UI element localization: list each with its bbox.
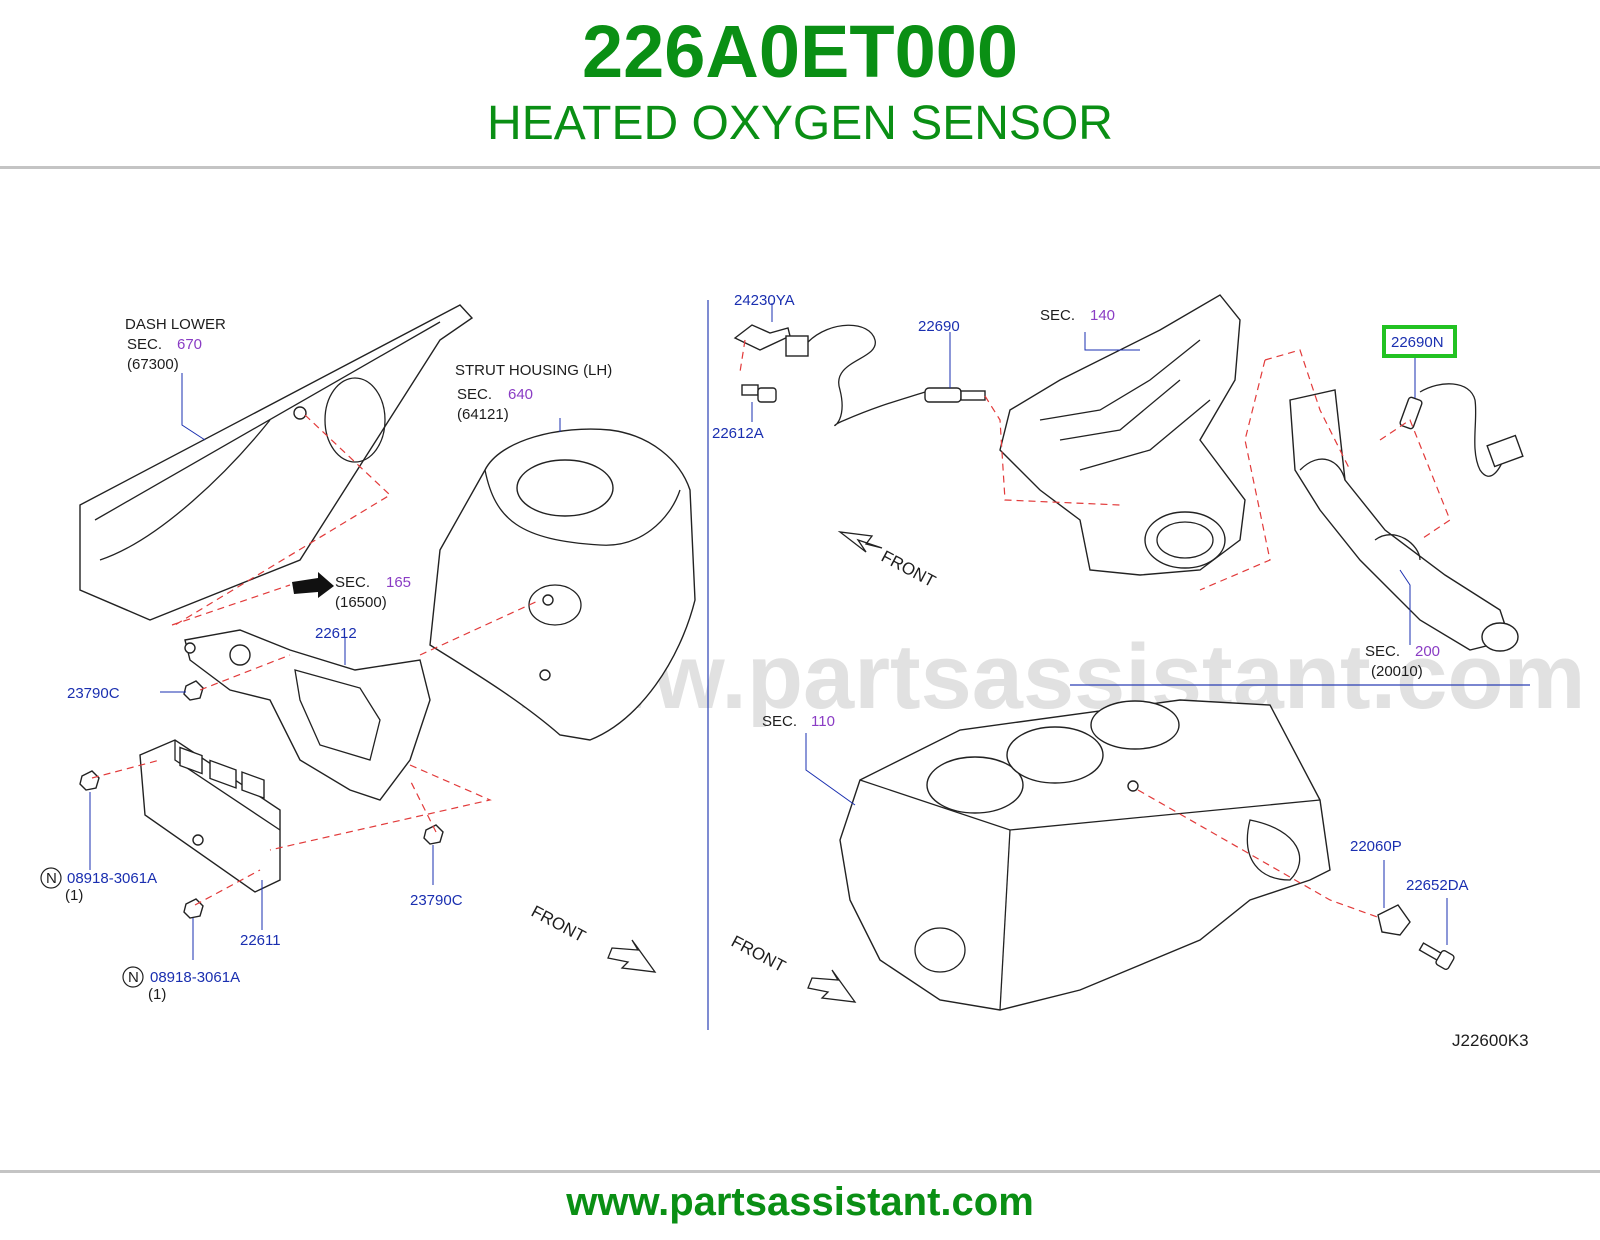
watermark-text: www.partsassistant.com [509,626,1585,728]
strut-housing-label: STRUT HOUSING (LH) [455,362,612,379]
engine-block [839,699,1331,1011]
ref-20010-label: (20010) [1371,663,1423,680]
wire-clip-bracket [733,324,926,427]
sec-165-label[interactable]: 165 [386,574,411,591]
sec-640-label[interactable]: 640 [508,386,533,403]
n-badge-a [40,867,62,889]
dash-lower-label: DASH LOWER [125,316,226,333]
footer-url[interactable]: www.partsassistant.com [566,1180,1034,1224]
sec-110-label[interactable]: 110 [811,713,835,730]
nut-08918-a [79,770,100,791]
part-22612-label[interactable]: 22612 [315,625,357,642]
sec-140-label[interactable]: 140 [1090,307,1115,324]
part-23790c-label-a[interactable]: 23790C [67,685,120,702]
ref-64121-label: (64121) [457,406,509,423]
part-22612a-label[interactable]: 22612A [712,425,764,442]
front-arrow-lower [807,969,857,1003]
front-arrow-upper [837,531,883,553]
sec-prefix-165: SEC. [335,574,370,591]
knock-sensor-22060p [1377,904,1411,936]
part-number-title: 226A0ET000 [581,10,1019,93]
catalytic-converter [1289,389,1519,652]
highlight-box-22690n [1382,325,1457,358]
n-badge-b-text: N [128,969,139,986]
strut-housing [429,428,696,741]
sec-200-label[interactable]: 200 [1415,643,1440,660]
front-label-lower: FRONT [728,932,789,976]
part-22611-label[interactable]: 22611 [240,932,281,949]
dash-lower-panel [79,304,474,621]
footer-divider [0,1170,1600,1173]
sec-prefix-140: SEC. [1040,307,1075,324]
header-divider [0,166,1600,169]
page-header: 226A0ET000 HEATED OXYGEN SENSOR [0,0,1600,168]
bolt-22652da [1418,942,1455,971]
sec-670-label[interactable]: 670 [177,336,202,353]
n-badge-b [122,966,144,988]
sec-prefix-110: SEC. [762,713,797,730]
part-23790c-label-b[interactable]: 23790C [410,892,463,909]
sec-prefix-670: SEC. [127,336,162,353]
front-arrow-left [607,939,657,973]
part-08918-label-a[interactable]: 08918-3061A [67,870,157,887]
part-22060p-label[interactable]: 22060P [1350,838,1402,855]
ecm-unit [139,739,281,893]
diagram-code: J22600K3 [1452,1031,1529,1050]
sensor-22690n [1399,383,1524,477]
qty-label-a: (1) [65,887,83,904]
ref-67300-label: (67300) [127,356,179,373]
sensor-22690 [924,387,986,403]
front-label-upper: FRONT [878,547,939,591]
part-22690n-label[interactable]: 22690N [1391,334,1444,351]
nut-23790c-a [183,680,204,701]
part-08918-label-b[interactable]: 08918-3061A [150,969,240,986]
part-22690-label[interactable]: 22690 [918,318,960,335]
part-24230ya-label[interactable]: 24230YA [734,292,795,309]
sec-165-arrow [292,572,334,598]
nut-23790c-b [423,824,444,845]
front-label-left: FRONT [528,902,589,946]
qty-label-b: (1) [148,986,166,1003]
part-22652da-label[interactable]: 22652DA [1406,877,1469,894]
bolt-22612a [741,384,777,403]
ref-16500-label: (16500) [335,594,387,611]
sec-prefix-200: SEC. [1365,643,1400,660]
n-badge-a-text: N [46,870,57,887]
exhaust-manifold [999,294,1246,576]
sec-prefix-640: SEC. [457,386,492,403]
part-name-subtitle: HEATED OXYGEN SENSOR [487,97,1113,150]
